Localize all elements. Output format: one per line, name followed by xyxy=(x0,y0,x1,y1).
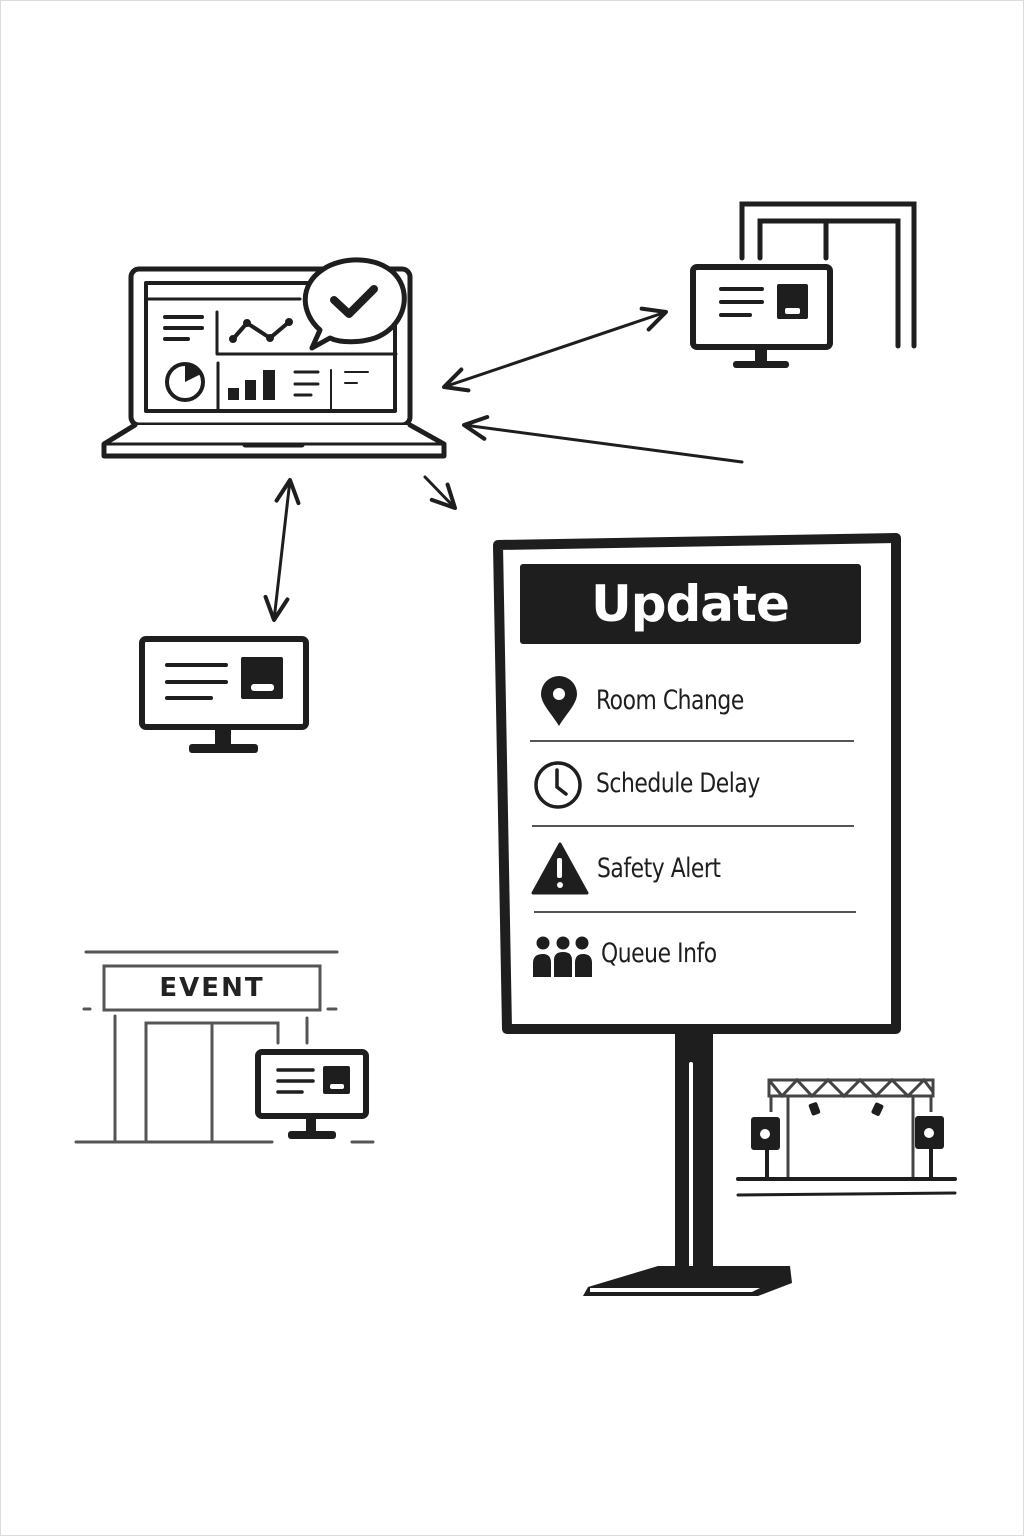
signboard-header-bar xyxy=(520,564,861,644)
signboard-item-schedule-delay: Schedule Delay xyxy=(596,768,760,799)
signboard-header: Update xyxy=(591,575,790,633)
arrow-stage-to-laptop xyxy=(462,414,744,464)
signboard-item-safety-alert: Safety Alert xyxy=(597,853,721,884)
arrow-laptop-standalone-display xyxy=(263,478,301,622)
connection-arrows xyxy=(263,306,744,622)
clock-icon xyxy=(534,761,582,809)
gate-frame xyxy=(739,201,917,349)
signboard-item-queue-info: Queue Info xyxy=(601,938,717,969)
arrow-laptop-to-signboard xyxy=(423,475,457,510)
arrow-laptop-gate-display xyxy=(442,306,668,393)
venue-sign-text: EVENT xyxy=(159,973,265,1003)
gate-display-monitor-icon xyxy=(690,264,833,368)
signboard-item-room-change: Room Change xyxy=(596,685,744,716)
control-laptop xyxy=(101,266,447,459)
venue-entrance-monitor-icon xyxy=(255,1049,369,1139)
check-bubble-icon xyxy=(302,257,407,351)
warning-triangle-icon xyxy=(531,842,589,895)
signboard-pole xyxy=(675,1025,713,1275)
stage-truss-icon xyxy=(736,1077,957,1197)
digital-signboard xyxy=(493,533,901,1296)
people-group-icon xyxy=(533,936,592,977)
standalone-display-monitor-icon xyxy=(139,636,309,753)
venue-entrance xyxy=(74,950,375,1144)
map-pin-icon xyxy=(541,676,577,726)
